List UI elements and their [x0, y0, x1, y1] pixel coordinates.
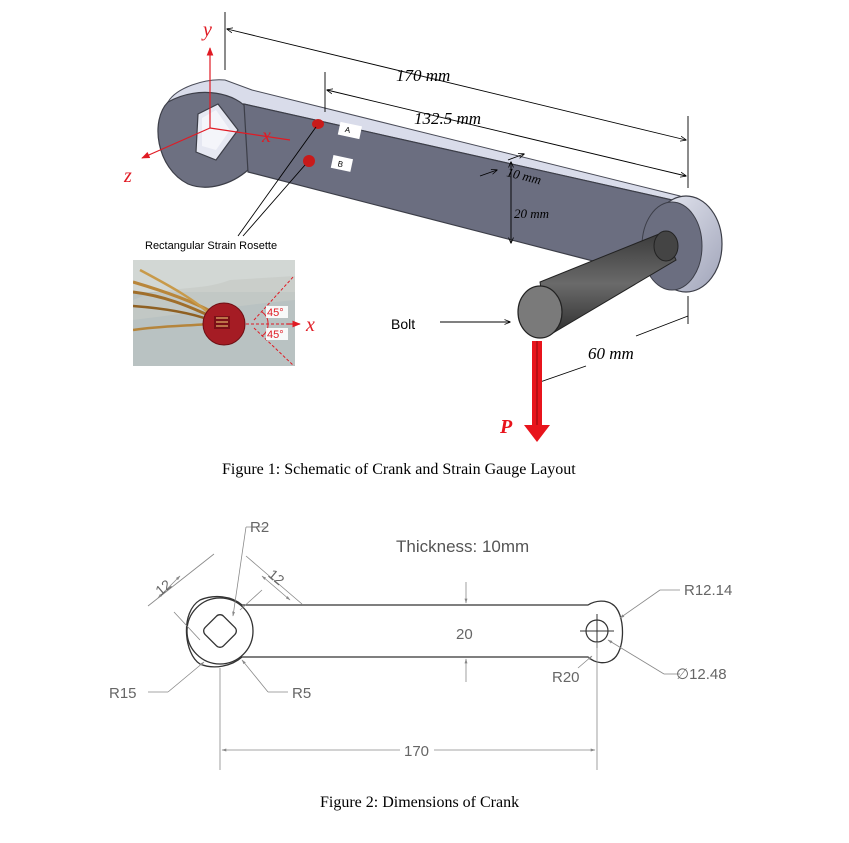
gauge-b-dot — [303, 155, 315, 167]
r5-label: R5 — [292, 685, 311, 702]
dim-20-label: 20 — [456, 626, 473, 643]
dim-170-mm: 170 mm — [396, 66, 450, 85]
rosette-angle-bottom: 45° — [267, 329, 284, 341]
dim-170-gap — [400, 742, 434, 758]
gauge-a-dot — [312, 119, 324, 129]
thickness-label: Thickness: 10mm — [396, 537, 529, 556]
diameter-12-48-label: ∅12.48 — [676, 666, 727, 683]
r15-label: R15 — [109, 685, 137, 702]
axis-y-label: y — [201, 19, 212, 41]
dim-12-right-label: 12 — [265, 566, 287, 588]
dim-60-mm: 60 mm — [588, 344, 634, 363]
load-p-label: P — [499, 416, 513, 438]
axis-z-label: z — [123, 165, 132, 187]
rosette-axis-x-label: x — [305, 314, 315, 336]
dim-20-mm: 20 mm — [514, 206, 549, 221]
r2-label: R2 — [250, 519, 269, 536]
gauge-a-label: A — [344, 125, 352, 135]
dim-12-left-label: 12 — [152, 576, 174, 598]
figure1-caption: Figure 1: Schematic of Crank and Strain … — [222, 461, 576, 478]
load-arrow — [524, 341, 550, 442]
axis-x-label: x — [261, 125, 271, 147]
bolt-label: Bolt — [391, 316, 415, 332]
r20-label: R20 — [552, 669, 580, 686]
gauge-b-label: B — [337, 159, 344, 169]
dim-170-label: 170 — [404, 743, 429, 760]
figure2-caption: Figure 2: Dimensions of Crank — [320, 794, 520, 811]
figure1-dimensions — [224, 12, 689, 383]
r12-14-label: R12.14 — [684, 582, 732, 599]
dim-132-5-mm: 132.5 mm — [414, 109, 481, 128]
crank-2d-drawing — [147, 526, 680, 770]
rosette-label: Rectangular Strain Rosette — [145, 240, 277, 252]
rosette-angle-top: 45° — [267, 307, 284, 319]
rosette-photo — [133, 260, 295, 366]
